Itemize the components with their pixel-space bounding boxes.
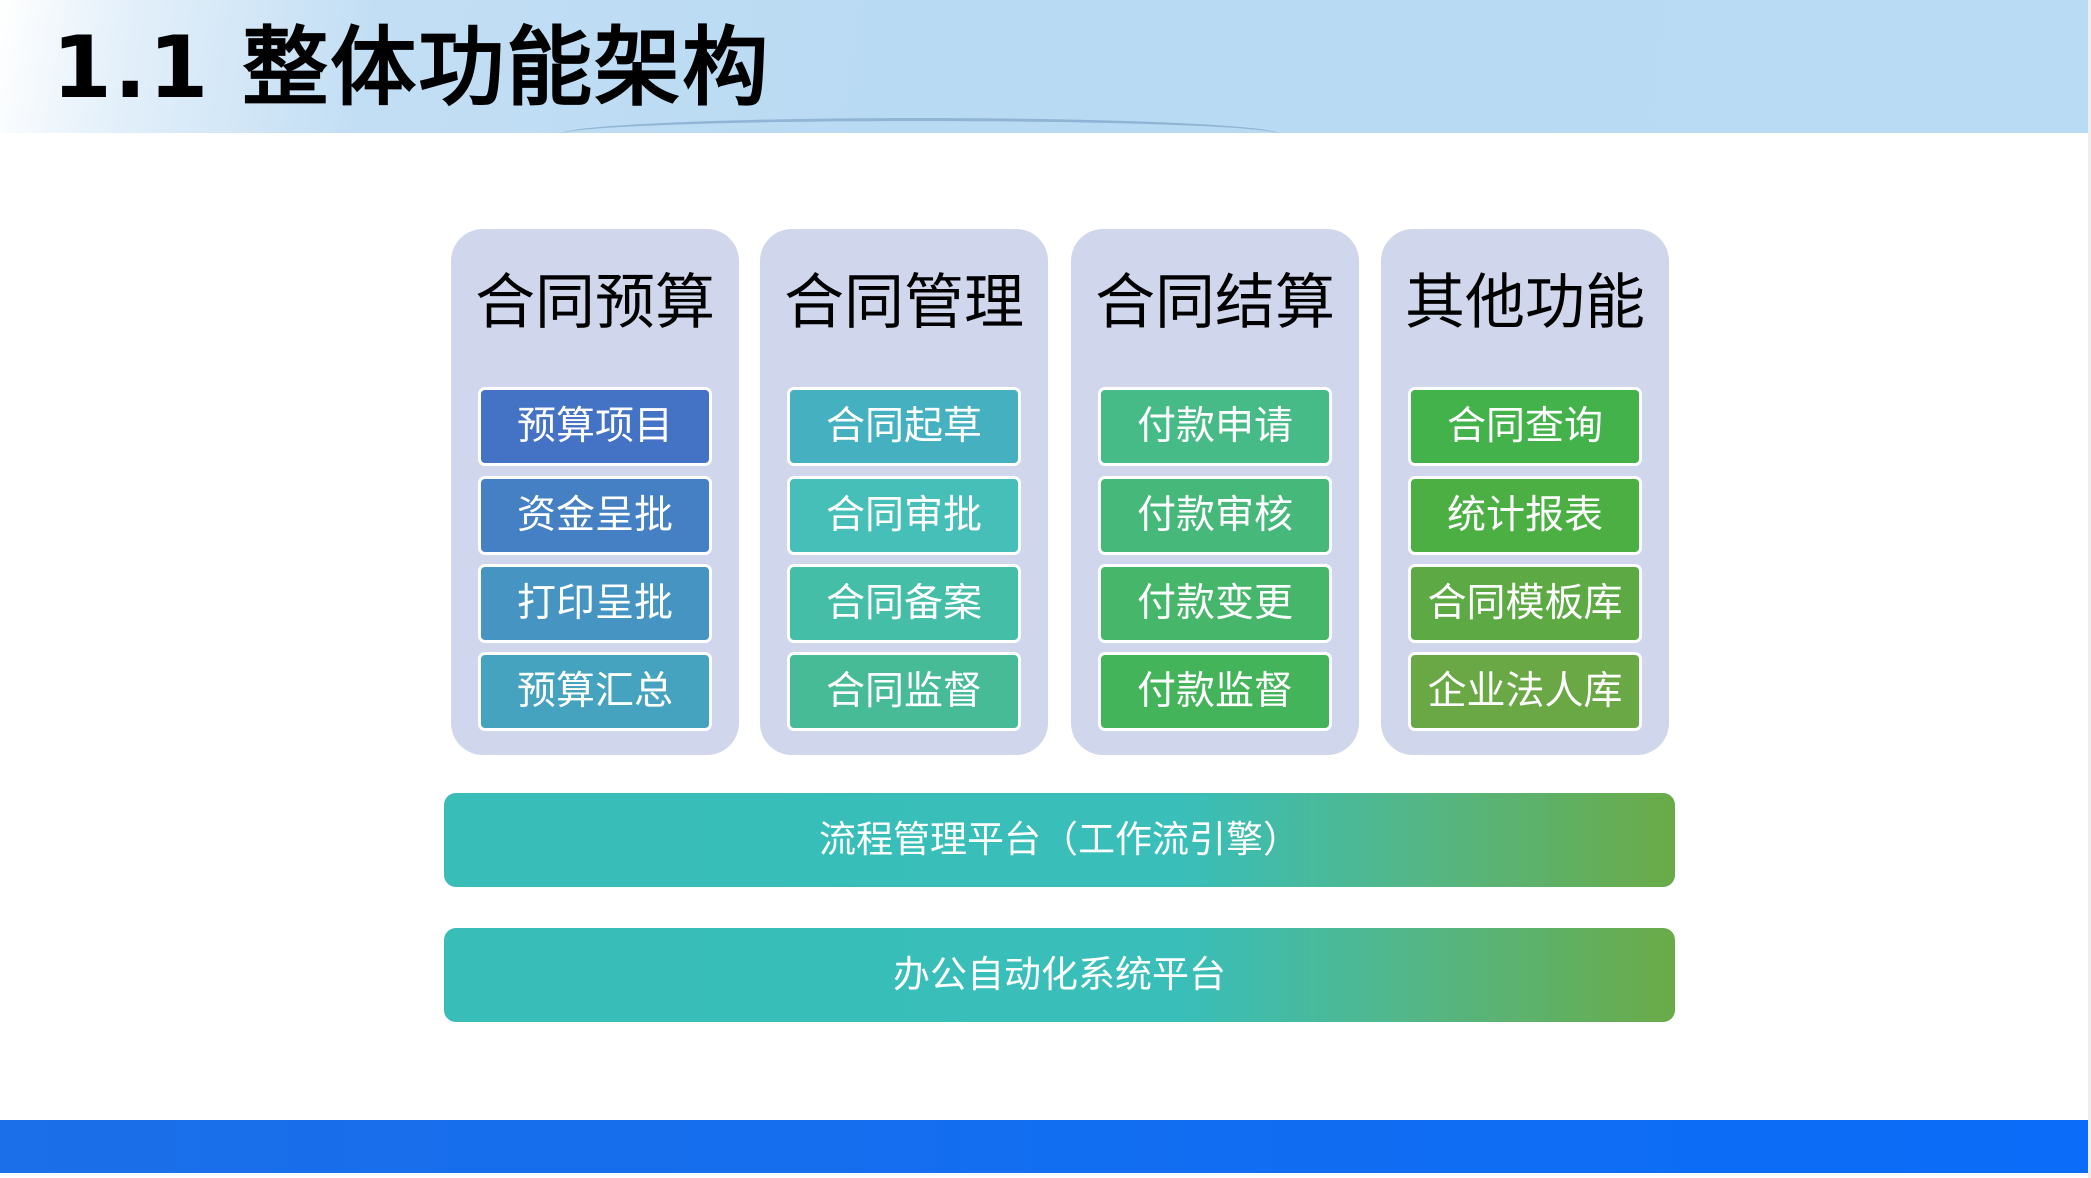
function-item: 合同起草 [787, 387, 1021, 466]
oa-platform-bar: 办公自动化系统平台 [444, 928, 1675, 1022]
module-column: 合同预算预算项目资金呈批打印呈批预算汇总 [451, 229, 739, 755]
function-item: 付款申请 [1098, 387, 1332, 466]
function-item: 企业法人库 [1408, 652, 1642, 731]
module-title: 其他功能 [1405, 268, 1645, 338]
footer-bar [0, 1120, 2088, 1173]
function-item: 付款审核 [1098, 476, 1332, 555]
right-edge [2088, 0, 2091, 1178]
function-item: 预算汇总 [478, 652, 712, 731]
module-column: 合同结算付款申请付款审核付款变更付款监督 [1071, 229, 1359, 755]
function-item: 合同查询 [1408, 387, 1642, 466]
function-item: 打印呈批 [478, 564, 712, 643]
module-title: 合同结算 [1095, 268, 1335, 338]
function-item: 付款变更 [1098, 564, 1332, 643]
workflow-platform-bar: 流程管理平台（工作流引擎） [444, 793, 1675, 887]
function-item: 预算项目 [478, 387, 712, 466]
function-item: 付款监督 [1098, 652, 1332, 731]
function-item: 合同备案 [787, 564, 1021, 643]
page-title: 1.1 整体功能架构 [52, 18, 771, 118]
module-column: 合同管理合同起草合同审批合同备案合同监督 [760, 229, 1048, 755]
function-item: 合同模板库 [1408, 564, 1642, 643]
function-item: 合同监督 [787, 652, 1021, 731]
header-banner: 1.1 整体功能架构 [0, 0, 2088, 133]
function-item: 统计报表 [1408, 476, 1642, 555]
function-item: 合同审批 [787, 476, 1021, 555]
decorative-arc [560, 118, 1280, 151]
module-title: 合同预算 [475, 268, 715, 338]
module-column: 其他功能合同查询统计报表合同模板库企业法人库 [1381, 229, 1669, 755]
module-title: 合同管理 [784, 268, 1024, 338]
function-item: 资金呈批 [478, 476, 712, 555]
